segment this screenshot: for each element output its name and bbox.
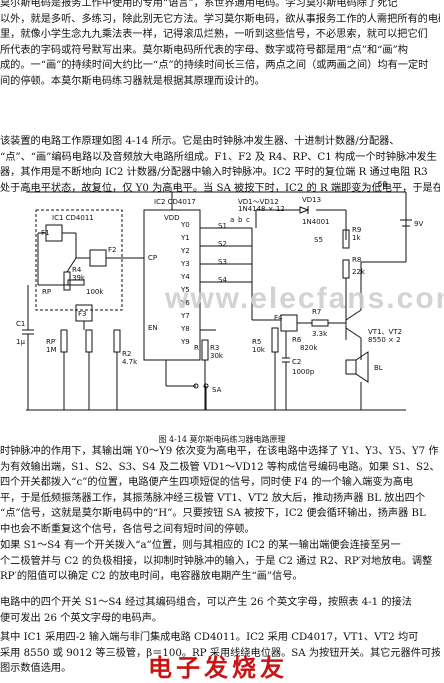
label-y4: Y4	[180, 273, 190, 281]
label-c1-value: 1μ	[16, 338, 25, 346]
label-r: R	[194, 344, 199, 352]
label-ic1: IC1 CD4011	[52, 214, 94, 222]
label-s3: S3	[218, 258, 227, 266]
label-c1: C1	[16, 320, 25, 328]
label-vdd: VDD	[164, 214, 180, 222]
text-line: 所代表的字码或符号默写出来。莫尔斯电码所代表的字母、数字或符号都是用“点”和“画…	[0, 44, 408, 56]
text-line: 如果 S1～S4 有一个开关拨入“a”位置，则与其相应的 IC2 的某一输出端便…	[0, 540, 401, 551]
circuit-diagram: IC1 CD4011 IC2 CD4017 VDD CP EN R Y0 Y1 …	[16, 180, 436, 435]
label-c2: C2	[292, 358, 301, 366]
label-vd13: VD13	[302, 196, 321, 204]
label-vt: VT1、VT2	[368, 328, 402, 336]
text-line: 里，就像小学生念九九乘法表一样，记得滚瓜烂熟，一听到这些信号，不必思索，就可以把…	[0, 29, 428, 40]
text-line: 便可发出 26 个英文字母的电码声。	[0, 612, 163, 624]
label-y6: Y6	[180, 299, 190, 307]
label-vd-part: 1N4148 × 12	[238, 205, 285, 213]
label-s5: S5	[314, 236, 323, 244]
paragraph-encoding: 时钟脉冲的作用下，其输出端 Y0～Y9 依次变为高电平，在该电路中选择了 Y1、…	[0, 444, 440, 537]
label-battery: 9V	[414, 220, 423, 228]
label-y3: Y3	[180, 260, 190, 268]
label-sa: SA	[212, 386, 222, 394]
label-r5-value: 10k	[252, 346, 266, 354]
label-r2-value: 4.7k	[122, 358, 138, 366]
text-line: 平，于是低频振荡器工作，其振荡脉冲经三极管 VT1、VT2 放大后，推动扬声器 …	[0, 492, 426, 504]
label-vd13-part: 1N4001	[302, 218, 330, 226]
text-line: RP′的阻值可以确定 C2 的放电时间，电容器放电期产生“画”信号。	[0, 571, 303, 582]
text-line: 间的停顿。本莫尔斯电码练习器就是根据其原理而设计的。	[0, 75, 265, 87]
text-line: 以外，就是多听、多练习，除此别无它方法。学习莫尔斯电码，欲从事报务工作的人需把所…	[0, 13, 440, 25]
text-line: “点”、“画”编码电路以及音频放大电路所组成。F1、F2 及 R4、RP、C1 …	[0, 151, 437, 163]
paragraph-components: 其中 IC1 采用四-2 输入端与非门集成电路 CD4011。IC2 采用 CD…	[0, 630, 440, 677]
label-y1: Y1	[180, 234, 190, 242]
text-line: 其中 IC1 采用四-2 输入端与非门集成电路 CD4011。IC2 采用 CD…	[0, 632, 419, 643]
label-rp2-value: 1M	[46, 346, 57, 354]
label-switch-a: a	[230, 216, 234, 224]
label-cp: CP	[148, 254, 157, 262]
text-line: 图示数值选用。	[0, 663, 72, 674]
circuit-svg: IC1 CD4011 IC2 CD4017 VDD CP EN R Y0 Y1 …	[16, 180, 423, 411]
label-y5: Y5	[180, 286, 190, 294]
text-line: 该装置的电路工作原理如图 4-14 所示。它是由时钟脉冲发生器、十进制计数器/分…	[0, 136, 400, 147]
label-r7: R7	[312, 308, 321, 316]
label-y9: Y9	[180, 338, 190, 346]
label-y2: Y2	[180, 247, 190, 255]
label-vt-part: 8550 × 2	[368, 336, 401, 344]
label-r8-value: 22k	[352, 268, 366, 276]
label-f4: F4	[274, 314, 283, 322]
text-line: 中也会不断重复这个信号，各信号之间有短时间的停顿。	[0, 523, 255, 535]
paragraph-intro: 莫尔斯电码是报务工作中使用的专用“语言”，系世界通用电码。学习莫尔斯电码除了死记…	[0, 0, 440, 89]
text-line: 电路中的四个开关 S1～S4 经过其编码组合，可以产生 26 个英文字母，按照表…	[0, 597, 412, 608]
label-r7-value: 3.3k	[312, 330, 328, 338]
label-en: EN	[148, 324, 158, 332]
text-line: “点”信号，这就是莫尔斯电码中的“H”。只要按钮 SA 被按下，IC2 便会循环…	[0, 508, 426, 519]
site-logo: 电子发烧友	[148, 654, 288, 682]
text-line: 莫尔斯电码是报务工作中使用的专用“语言”，系世界通用电码。学习莫尔斯电码除了死记	[0, 0, 398, 9]
label-vd: VD1～VD12	[238, 198, 279, 206]
paragraph-principle: 该装置的电路工作原理如图 4-14 所示。它是由时钟脉冲发生器、十进制计数器/分…	[0, 134, 440, 196]
label-r5: R5	[252, 338, 261, 346]
label-ic2: IC2 CD4017	[154, 198, 196, 206]
text-line: 个二极管并与 C2 的负极相接，以抑制时钟脉冲的输入，于是 C2 通过 R2、R…	[0, 555, 433, 567]
paragraph-dash: 如果 S1～S4 有一个开关拨入“a”位置，则与其相应的 IC2 的某一输出端便…	[0, 538, 440, 585]
label-r4: R4	[72, 266, 82, 274]
label-r3-value: 30k	[210, 352, 224, 360]
label-s1: S1	[218, 222, 227, 230]
text-line: 四个开关都拨入“c”的位置，电路便产生四项短促的信号，同时使 F4 的一个输入端…	[0, 477, 414, 488]
label-y8: Y8	[180, 325, 190, 333]
label-s6: S6	[378, 180, 387, 188]
label-r6: R6	[292, 336, 302, 344]
label-s4: S4	[218, 276, 227, 284]
label-switch-b: b	[238, 216, 243, 224]
label-s2: S2	[218, 240, 227, 248]
text-line: 器，其作用是不断地向 IC2 计数器/分配器中输入时钟脉冲。IC2 平时的复位端…	[0, 167, 428, 178]
label-r8: R8	[352, 256, 361, 264]
label-r4-value: 39k	[72, 274, 86, 282]
label-switch-c: c	[246, 216, 250, 224]
label-y0: Y0	[180, 221, 190, 229]
text-line: 时钟脉冲的作用下，其输出端 Y0～Y9 依次变为高电平，在该电路中选择了 Y1、…	[0, 446, 439, 457]
paragraph-letters: 电路中的四个开关 S1～S4 经过其编码组合，可以产生 26 个英文字母，按照表…	[0, 595, 440, 626]
watermark: www.elecfans.com	[165, 282, 444, 315]
figure-caption: 图 4-14 莫尔斯电码练习器电路原理	[158, 435, 286, 444]
label-c2-value: 1000p	[292, 368, 315, 376]
text-line: 成的。一“画”的持续时间大约比一“点”的持续时间长三倍，两点之间（或两画之间）均…	[0, 60, 429, 71]
label-rp2: RP′	[46, 338, 57, 346]
label-rp: RP	[42, 288, 51, 296]
label-r9-value: 1k	[352, 234, 361, 242]
label-r9: R9	[352, 226, 361, 234]
text-line: 处于高电平状态，故复位，仅 Y0 为高电平。当 SA 被按下时，IC2 的 R …	[0, 182, 440, 194]
label-y7: Y7	[180, 312, 190, 320]
label-rp-value: 100k	[86, 288, 104, 296]
label-f3: F3	[78, 310, 86, 318]
text-line: 为有效输出端，S1、S2、S3、S4 及二极管 VD1～VD12 等构成信号编码…	[0, 461, 440, 473]
label-bl: BL	[374, 364, 383, 372]
text-line: 采用 8550 或 9012 等三极管，β＝100。RP 采用线绕电位器。SA …	[0, 647, 440, 659]
label-r2: R2	[122, 350, 131, 358]
label-f1: F1	[41, 229, 49, 237]
label-r3: R3	[210, 344, 219, 352]
label-r6-value: 820k	[300, 344, 318, 352]
label-f2: F2	[108, 246, 116, 254]
